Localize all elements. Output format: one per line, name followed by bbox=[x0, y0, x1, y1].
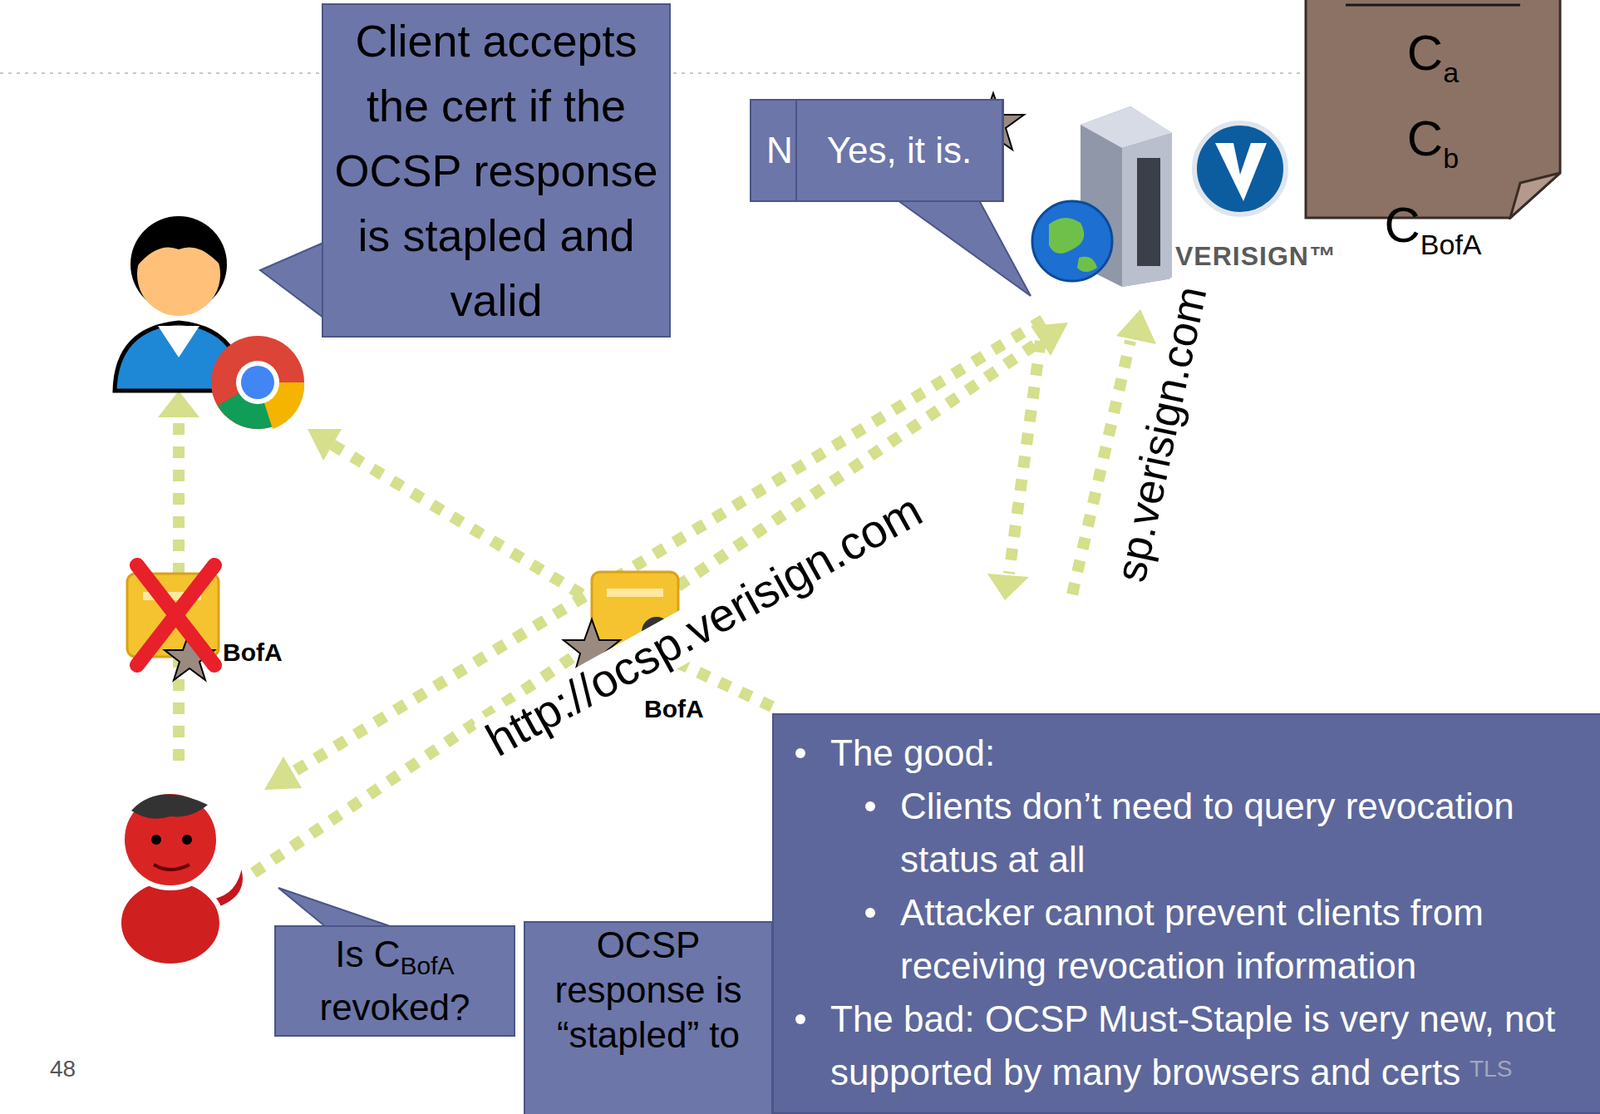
callout-tail bbox=[897, 200, 1031, 296]
certificate-list: CaCbCBofA bbox=[1304, 0, 1562, 283]
callout-tail bbox=[260, 242, 324, 318]
callout-box: OCSP response is “stapled” to bbox=[523, 920, 773, 1114]
node-text: Clients don’t need to query revocation s… bbox=[900, 779, 1587, 887]
cert-label: BofA bbox=[222, 638, 283, 667]
text-row: Cb bbox=[1304, 105, 1562, 192]
node-text: Yes, it is. bbox=[805, 128, 994, 173]
node-text: Is C bbox=[334, 933, 400, 975]
bullet-dot bbox=[865, 801, 876, 812]
node-text: BofA bbox=[1420, 228, 1482, 261]
node-text: C bbox=[1407, 110, 1443, 167]
callout-box: Client accepts the cert if the OCSP resp… bbox=[321, 3, 671, 338]
text-row: revoked? bbox=[284, 986, 506, 1029]
chrome-icon bbox=[211, 335, 305, 429]
attacker-icon bbox=[116, 768, 244, 966]
text-row: CBofA bbox=[1304, 192, 1562, 278]
bullet-dot bbox=[795, 1014, 806, 1024]
page-number: 48 bbox=[49, 1055, 76, 1083]
bullet-row: Attacker cannot prevent clients from rec… bbox=[795, 886, 1587, 993]
node-text: BofA bbox=[400, 951, 455, 980]
text-row: Ca bbox=[1304, 19, 1562, 106]
node-text: C bbox=[1383, 196, 1420, 253]
node-text: Attacker cannot prevent clients from rec… bbox=[900, 886, 1587, 993]
bullet-box: The good:Clients don’t need to query rev… bbox=[772, 713, 1600, 1114]
footer-text: TLS bbox=[1469, 1055, 1512, 1083]
node-text: OCSP response is “stapled” to bbox=[535, 922, 762, 1058]
callout-box: Is CBofArevoked? bbox=[274, 925, 516, 1037]
bullet-row: The bad: OCSP Must-Staple is very new, n… bbox=[795, 992, 1587, 1099]
bullet-row: Clients don’t need to query revocation s… bbox=[795, 779, 1587, 887]
logo-text: VERISIGN™ bbox=[1175, 241, 1337, 272]
callout-box: Yes, it is. bbox=[795, 98, 1004, 202]
node-text: The bad: OCSP Must-Staple is very new, n… bbox=[830, 992, 1587, 1099]
bullet-dot bbox=[795, 748, 806, 759]
node-text: a bbox=[1442, 56, 1459, 89]
url-label: sp.verisign.com bbox=[1106, 277, 1216, 591]
revoked-certificate bbox=[127, 565, 219, 680]
server-icon bbox=[1032, 106, 1172, 287]
text-row: Is CBofA bbox=[284, 933, 506, 987]
callout-tail bbox=[278, 887, 393, 927]
node-text: The good: bbox=[830, 726, 995, 780]
node-text: b bbox=[1442, 142, 1459, 175]
node-text: Client accepts the cert if the OCSP resp… bbox=[331, 8, 661, 333]
bullet-dot bbox=[865, 907, 876, 918]
cert-label: BofA bbox=[644, 694, 704, 724]
bullet-row: The good: bbox=[795, 726, 1587, 780]
node-text: revoked? bbox=[319, 986, 470, 1028]
verisign-logo bbox=[1194, 123, 1286, 215]
node-text: C bbox=[1407, 24, 1443, 81]
